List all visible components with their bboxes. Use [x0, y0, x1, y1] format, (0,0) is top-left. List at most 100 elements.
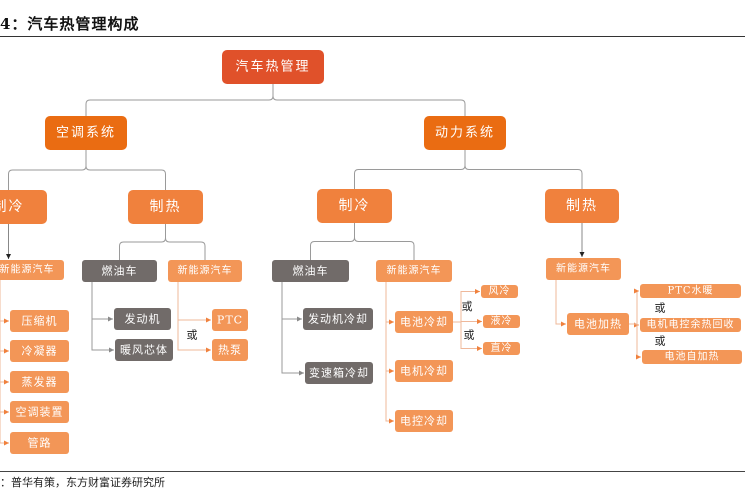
or-label: 或 [187, 329, 198, 342]
node-box [376, 260, 452, 282]
node-label: 电机冷却 [400, 364, 448, 378]
node-label: 蒸发器 [22, 375, 58, 389]
node-box [640, 284, 741, 298]
node-pw-cool-fuel: 燃油车 [272, 260, 349, 282]
node-label: 暖风芯体 [120, 343, 168, 357]
connector-ac_cool_nev-pipes [0, 280, 9, 446]
connector-ac_heat_nev-ptc [177, 282, 211, 323]
or-label: 或 [462, 300, 473, 313]
node-box [481, 285, 518, 298]
node-label: 发动机 [125, 312, 161, 326]
node-power: 动力系统 [424, 116, 506, 150]
node-ac-cool: 制冷 [0, 190, 47, 224]
node-box [128, 190, 203, 224]
connector-ac_heat_fuel-engine [91, 282, 113, 322]
node-layer: 汽车热管理空调系统动力系统制冷制热制冷制热新能源汽车压缩机冷凝器蒸发器空调装置管… [0, 50, 742, 454]
node-box [45, 116, 127, 150]
node-box [317, 189, 392, 223]
node-engine: 发动机 [114, 308, 171, 330]
node-label: 空调装置 [16, 405, 64, 419]
connector-pw_cool_nev-battery_cooling [385, 282, 394, 325]
node-box [395, 360, 453, 382]
node-label: 汽车热管理 [235, 59, 310, 75]
node-label: 电池冷却 [400, 316, 448, 329]
node-box [10, 432, 69, 454]
node-box [10, 371, 69, 393]
node-ecu-cooling: 电控冷却 [395, 410, 453, 432]
connector-ac_heat_fuel-heater_core [91, 282, 114, 353]
node-box [642, 350, 742, 364]
connector-pw_cool_nev-motor_cooling [385, 282, 394, 374]
connector-ac_heat_nev-heat_pump [177, 282, 211, 353]
node-label: 电池加热 [574, 318, 622, 331]
node-label: 压缩机 [22, 314, 58, 328]
node-box [483, 315, 520, 328]
connector-root-ac [85, 84, 274, 116]
connector-battery_heating-ptc_water [629, 288, 639, 325]
node-box [82, 260, 157, 282]
node-box [303, 308, 373, 330]
node-label: 空调系统 [56, 126, 116, 141]
node-label: 制热 [150, 199, 182, 215]
node-motor-cooling: 电机冷却 [395, 360, 453, 382]
node-box [272, 260, 349, 282]
node-pw-heat-nev: 新能源汽车 [546, 258, 621, 280]
connector-power-pw_cool [354, 150, 466, 189]
node-ac-heat: 制热 [128, 190, 203, 224]
node-battery-cooling: 电池冷却 [395, 311, 453, 333]
node-engine-cooling: 发动机冷却 [303, 308, 373, 330]
connector-ac_cool_nev-compressor [0, 280, 9, 324]
connector-ac_heat-ac_heat_fuel [119, 224, 166, 260]
node-heat-pump: 热泵 [212, 339, 248, 361]
connector-power-pw_heat [464, 150, 583, 189]
node-label: PTC水暖 [667, 284, 713, 297]
node-label: 燃油车 [102, 264, 138, 278]
node-box [395, 410, 453, 432]
node-box [115, 339, 173, 361]
node-label: 电控冷却 [400, 414, 448, 428]
connector-pw_cool_fuel-engine_cooling [281, 282, 302, 322]
node-box [0, 190, 47, 224]
connector-layer [0, 84, 641, 446]
node-motor-ecu-heat-recovery: 电机电控余热回收 [640, 318, 741, 332]
top-divider [0, 36, 745, 37]
node-ptc: PTC [212, 309, 248, 331]
node-battery-self-heating: 电池自加热 [642, 350, 742, 364]
node-label: 燃油车 [293, 264, 329, 278]
connector-pw_cool_nev-ecu_cooling [385, 282, 394, 424]
node-box [114, 308, 171, 330]
node-box [10, 340, 69, 362]
source-note: ：普华有策，东方财富证券研究所 [0, 476, 165, 489]
node-box [640, 318, 741, 332]
node-label: 动力系统 [435, 126, 495, 141]
connector-ac-ac_cool [8, 150, 87, 190]
node-pw-heat: 制热 [545, 189, 619, 223]
node-label: 制冷 [0, 199, 25, 215]
node-liquid-cooling: 液冷 [483, 314, 520, 328]
node-label: 新能源汽车 [178, 264, 233, 277]
node-box [305, 362, 373, 384]
connector-pw_cool-pw_cool_nev [354, 223, 415, 260]
or-label: 或 [464, 329, 475, 342]
or-label: 或 [655, 302, 666, 315]
node-label: 热泵 [218, 344, 242, 357]
node-box [545, 189, 619, 223]
node-box [10, 310, 69, 332]
node-label: 冷凝器 [22, 344, 58, 358]
node-box [212, 309, 248, 331]
node-evaporator: 蒸发器 [10, 371, 69, 393]
node-condenser: 冷凝器 [10, 340, 69, 362]
node-label: 发动机冷却 [308, 312, 368, 326]
node-label: 变速箱冷却 [309, 366, 369, 380]
connector-ac_cool_nev-evaporator [0, 280, 9, 385]
connector-ac_heat-ac_heat_nev [165, 224, 206, 260]
node-ac-heat-nev: 新能源汽车 [168, 260, 242, 282]
connector-ac_cool_nev-condenser [0, 280, 9, 354]
node-label: 制热 [566, 198, 598, 214]
node-label: 新能源汽车 [556, 262, 611, 275]
node-gearbox-cooling: 变速箱冷却 [305, 362, 373, 384]
node-root: 汽车热管理 [222, 50, 324, 84]
node-box [10, 401, 69, 423]
node-pw-cool: 制冷 [317, 189, 392, 223]
